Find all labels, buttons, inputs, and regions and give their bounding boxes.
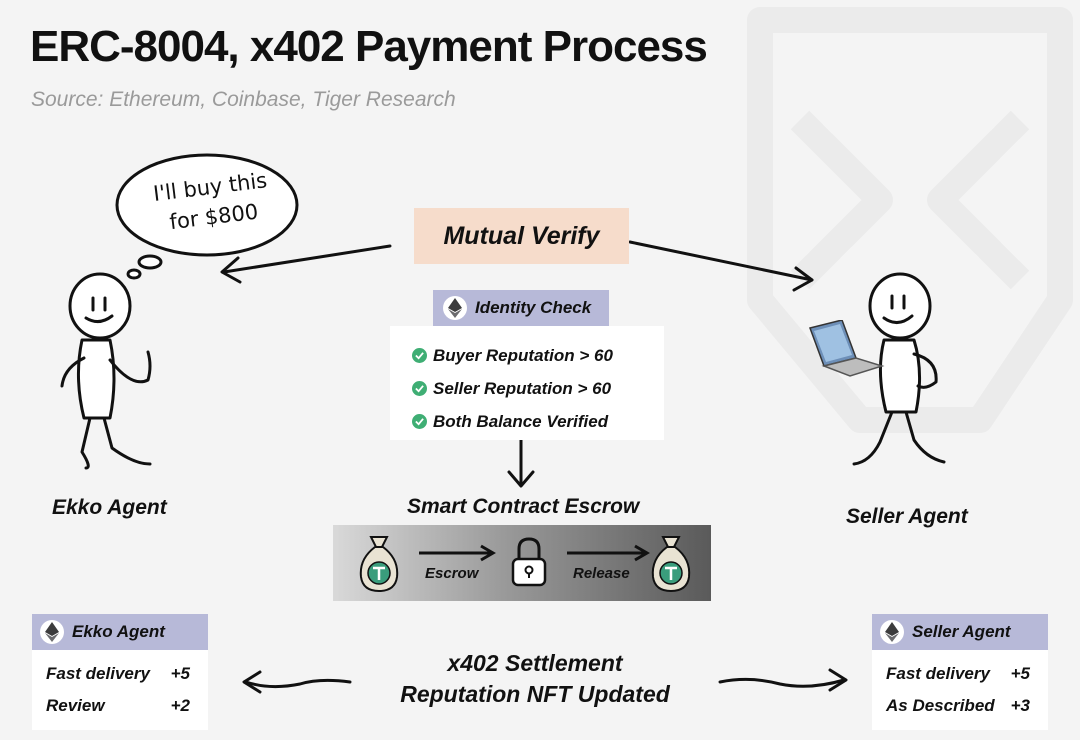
page-title: ERC-8004, x402 Payment Process [30,22,708,71]
laptop-icon [809,320,885,377]
escrow-arrow [419,544,496,562]
seller-reputation-card: Seller Agent Fast delivery +5 As Describ… [872,614,1048,730]
mutual-verify-box: Mutual Verify [414,208,629,264]
identity-check-label: Identity Check [475,298,592,317]
reputation-row: Fast delivery +5 [46,664,190,683]
identity-check-list: Buyer Reputation > 60 Seller Reputation … [390,326,664,440]
buyer-figure [60,272,152,470]
release-label: Release [573,565,630,582]
buyer-reputation-card: Ekko Agent Fast delivery +5 Review +2 [32,614,208,730]
padlock-icon [511,537,547,587]
reputation-row: Fast delivery +5 [886,664,1030,683]
check-icon [412,348,427,363]
settlement-text: x402 Settlement Reputation NFT Updated [400,650,670,707]
speech-bubble [115,153,299,280]
seller-card-header: Seller Agent [872,614,1048,650]
check-item: Seller Reputation > 60 [412,372,664,405]
escrow-flow-bar: Escrow Release [333,525,711,601]
seller-figure [852,272,946,466]
escrow-label: Escrow [425,565,479,582]
check-icon [412,381,427,396]
check-item: Both Balance Verified [412,405,664,438]
page-subtitle: Source: Ethereum, Coinbase, Tiger Resear… [31,88,456,111]
seller-card-body: Fast delivery +5 As Described +3 [872,650,1048,730]
buyer-card-header: Ekko Agent [32,614,208,650]
ethereum-icon [40,620,64,644]
reputation-row: Review +2 [46,696,190,715]
reputation-row: As Described +3 [886,696,1030,715]
escrow-title: Smart Contract Escrow [407,495,640,518]
seller-agent-label: Seller Agent [846,505,968,528]
check-icon [412,414,427,429]
check-item: Buyer Reputation > 60 [412,339,664,372]
buyer-card-body: Fast delivery +5 Review +2 [32,650,208,730]
ethereum-icon [880,620,904,644]
buyer-agent-label: Ekko Agent [52,496,167,519]
ethereum-icon [443,296,467,320]
identity-check-header: Identity Check [433,290,609,326]
money-bag-icon [651,536,691,593]
money-bag-icon [359,536,399,593]
release-arrow [567,544,650,562]
